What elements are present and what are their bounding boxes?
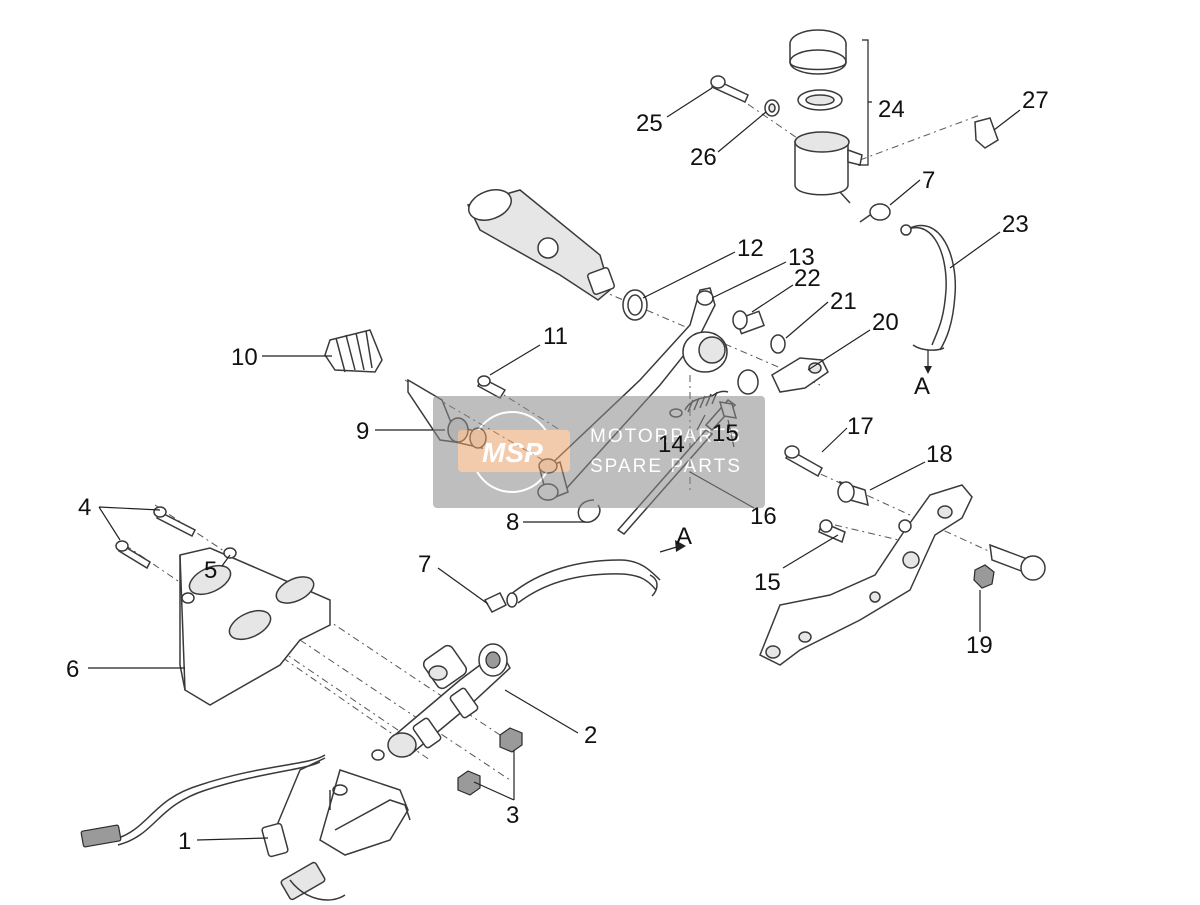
watermark-line2: SPARE PARTS bbox=[590, 456, 742, 477]
watermark-logo-badge bbox=[458, 430, 570, 472]
leader-lines bbox=[88, 39, 1021, 841]
washers bbox=[181, 547, 237, 604]
washer-21 bbox=[770, 334, 786, 354]
bolt-15-lower bbox=[818, 519, 846, 544]
connector-a-top: A bbox=[914, 373, 930, 400]
heel-guard-plate bbox=[179, 547, 331, 706]
lower-hose bbox=[483, 559, 661, 613]
callout-15-upper: 15 bbox=[712, 420, 739, 447]
callout-6: 6 bbox=[66, 656, 79, 683]
callout-19: 19 bbox=[966, 632, 993, 659]
callout-10: 10 bbox=[231, 344, 258, 371]
callout-11: 11 bbox=[543, 323, 568, 350]
reservoir-hose bbox=[900, 224, 957, 374]
watermark-line1: MOTORPARTS bbox=[590, 426, 742, 447]
callout-27: 27 bbox=[1022, 87, 1049, 114]
nut-19 bbox=[973, 564, 995, 589]
screw bbox=[477, 375, 507, 399]
callout-26: 26 bbox=[690, 144, 717, 171]
frame-bracket bbox=[759, 484, 973, 666]
reservoir-diaphragm bbox=[797, 89, 843, 111]
callout-4: 4 bbox=[78, 494, 91, 521]
brake-light-switch bbox=[80, 749, 411, 901]
reservoir-body bbox=[794, 131, 863, 204]
callout-15-lower: 15 bbox=[754, 569, 781, 596]
watermark-backdrop bbox=[433, 396, 765, 508]
connector-a-mid: A bbox=[676, 523, 692, 550]
callout-21: 21 bbox=[830, 288, 857, 315]
callout-17: 17 bbox=[847, 413, 874, 440]
callout-9: 9 bbox=[356, 418, 369, 445]
spacer-18 bbox=[837, 480, 869, 507]
bushing-ring bbox=[622, 289, 648, 321]
callout-22: 22 bbox=[794, 265, 821, 292]
watermark-logo: MSP bbox=[482, 437, 543, 468]
callout-13: 13 bbox=[788, 244, 815, 271]
reservoir-washer bbox=[764, 99, 780, 117]
reservoir-screw bbox=[710, 75, 749, 103]
callout-5: 5 bbox=[204, 557, 217, 584]
callout-2: 2 bbox=[584, 722, 597, 749]
callout-14: 14 bbox=[658, 431, 685, 458]
spacer-right bbox=[989, 543, 1046, 581]
callout-3: 3 bbox=[506, 802, 519, 829]
callout-20: 20 bbox=[872, 309, 899, 336]
clevis-pin bbox=[732, 310, 765, 335]
callout-7-lower: 7 bbox=[418, 551, 431, 578]
clevis bbox=[737, 357, 829, 395]
reservoir-cap bbox=[789, 29, 847, 75]
callout-7-upper: 7 bbox=[922, 167, 935, 194]
clip-27 bbox=[974, 117, 999, 149]
callout-25: 25 bbox=[636, 110, 663, 137]
bolt-17 bbox=[784, 445, 823, 478]
nuts bbox=[457, 727, 523, 796]
brake-cylinder-body bbox=[466, 189, 616, 301]
upper-clamp bbox=[859, 203, 891, 223]
callout-18: 18 bbox=[926, 441, 953, 468]
pedal-rubber bbox=[324, 329, 383, 373]
callout-1: 1 bbox=[178, 828, 191, 855]
callout-24: 24 bbox=[878, 96, 905, 123]
callout-16: 16 bbox=[750, 503, 777, 530]
watermark: MSP MOTORPARTS SPARE PARTS bbox=[433, 396, 765, 508]
callout-8: 8 bbox=[506, 509, 519, 536]
master-cylinder bbox=[387, 643, 511, 758]
callout-23: 23 bbox=[1002, 211, 1029, 238]
callout-labels: 1 2 3 4 5 6 7 7 8 9 10 11 12 13 14 15 15… bbox=[66, 87, 1049, 855]
callout-12: 12 bbox=[737, 235, 764, 262]
